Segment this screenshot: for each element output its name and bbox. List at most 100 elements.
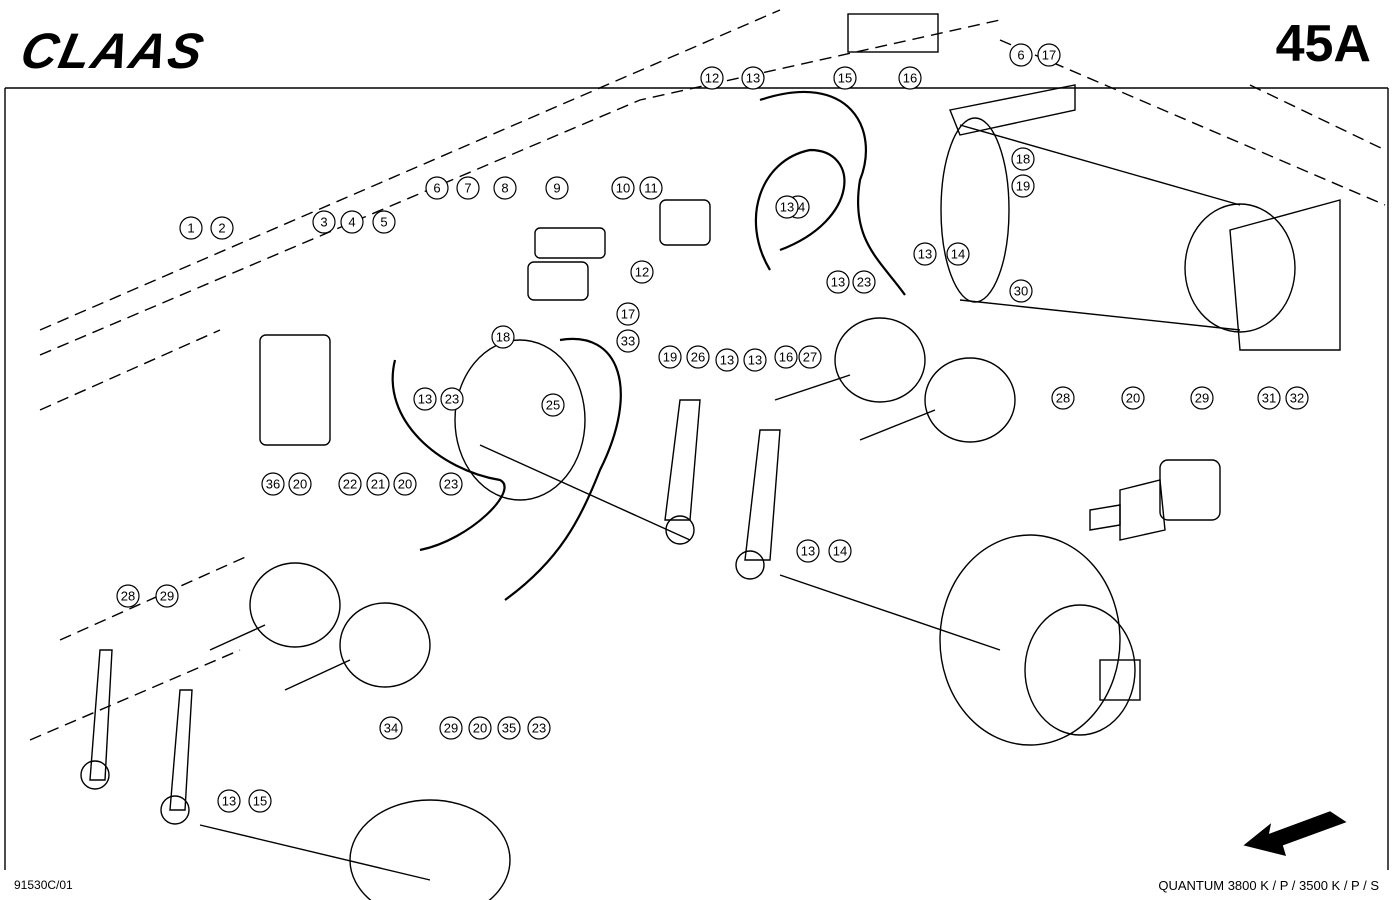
callout-number: 7 [464,181,471,196]
callout-number: 17 [621,307,635,322]
callout-circle [639,176,663,200]
callout-number: 23 [532,721,546,736]
callout-28: 28 [1051,386,1075,410]
callout-10: 10 [611,176,635,200]
callout-number: 12 [705,71,719,86]
callout-13: 13 [217,789,241,813]
callout-circle [179,216,203,240]
callout-17: 17 [1037,43,1061,67]
callout-number: 29 [160,589,174,604]
callout-23: 23 [439,472,463,496]
callout-circle [261,472,285,496]
callout-number: 28 [1056,391,1070,406]
callout-4: 4 [340,210,364,234]
callout-27: 27 [798,345,822,369]
callout-number: 9 [553,181,560,196]
callout-circle [372,210,396,234]
chassis-frame-outline [29,9,1386,741]
callout-number: 20 [293,477,307,492]
callout-number: 19 [1016,179,1030,194]
callout-circle [775,195,799,219]
callout-number: 4 [348,215,355,230]
callout-circle [366,472,390,496]
callout-circle [545,176,569,200]
callout-circle [715,348,739,372]
callout-14: 14 [828,539,852,563]
callout-23: 23 [440,387,464,411]
callout-circle [898,66,922,90]
callout-number: 6 [1017,48,1024,63]
callout-15: 15 [833,66,857,90]
callout-33: 33 [616,329,640,353]
callout-20: 20 [468,716,492,740]
callout-number: 10 [616,181,630,196]
callout-circle [913,242,937,266]
callout-circle [741,66,765,90]
callout-circle [493,176,517,200]
callout-circle [288,472,312,496]
callout-18: 18 [491,325,515,349]
callout-32: 32 [1285,386,1309,410]
callout-circle [1121,386,1145,410]
callout-circle [686,345,710,369]
callout-number: 1 [187,221,194,236]
callout-circle [611,176,635,200]
callout-number: 17 [1042,48,1056,63]
callout-23: 23 [527,716,551,740]
callout-circle [379,716,403,740]
callout-number: 13 [222,794,236,809]
callout-1: 1 [179,216,203,240]
callout-number: 8 [501,181,508,196]
air-tank [940,84,1341,351]
callout-number: 20 [1126,391,1140,406]
callout-2: 2 [210,216,234,240]
callout-12: 12 [630,260,654,284]
callout-20: 20 [1121,386,1145,410]
callout-number: 13 [801,544,815,559]
valve-cluster [259,199,711,446]
solenoid-36 [1089,459,1221,541]
callout-13: 13 [826,270,850,294]
slack-adjusters [80,399,781,825]
callout-number: 35 [502,721,516,736]
callout-13: 13 [775,195,799,219]
callout-number: 28 [121,589,135,604]
callout-circle [439,716,463,740]
callout-circle [541,393,565,417]
callout-16: 16 [774,345,798,369]
callout-13: 13 [743,348,767,372]
callout-number: 14 [951,247,965,262]
callout-number: 31 [1262,391,1276,406]
callout-circle [116,584,140,608]
callout-6: 6 [425,176,449,200]
callout-circle [798,345,822,369]
callout-circle [468,716,492,740]
callout-3: 3 [312,210,336,234]
callout-number: 2 [218,221,225,236]
callout-circle [413,387,437,411]
callout-number: 11 [644,181,658,196]
callout-circle [491,325,515,349]
callout-circle [248,789,272,813]
callout-number: 13 [831,275,845,290]
callout-number: 27 [803,350,817,365]
callout-circle [1011,174,1035,198]
callout-16: 16 [898,66,922,90]
callout-number: 23 [857,275,871,290]
callout-circle [658,345,682,369]
callout-28: 28 [116,584,140,608]
callout-number: 16 [903,71,917,86]
callout-number: 13 [720,353,734,368]
axles [199,339,1141,900]
callout-17: 17 [616,302,640,326]
callout-number: 33 [621,334,635,349]
callout-number: 36 [266,477,280,492]
callout-circle [616,302,640,326]
callout-19: 19 [1011,174,1035,198]
callout-number: 23 [445,392,459,407]
callout-18: 18 [1011,147,1035,171]
callout-circle [1190,386,1214,410]
callout-number: 30 [1014,284,1028,299]
callout-23: 23 [852,270,876,294]
callout-circle [312,210,336,234]
